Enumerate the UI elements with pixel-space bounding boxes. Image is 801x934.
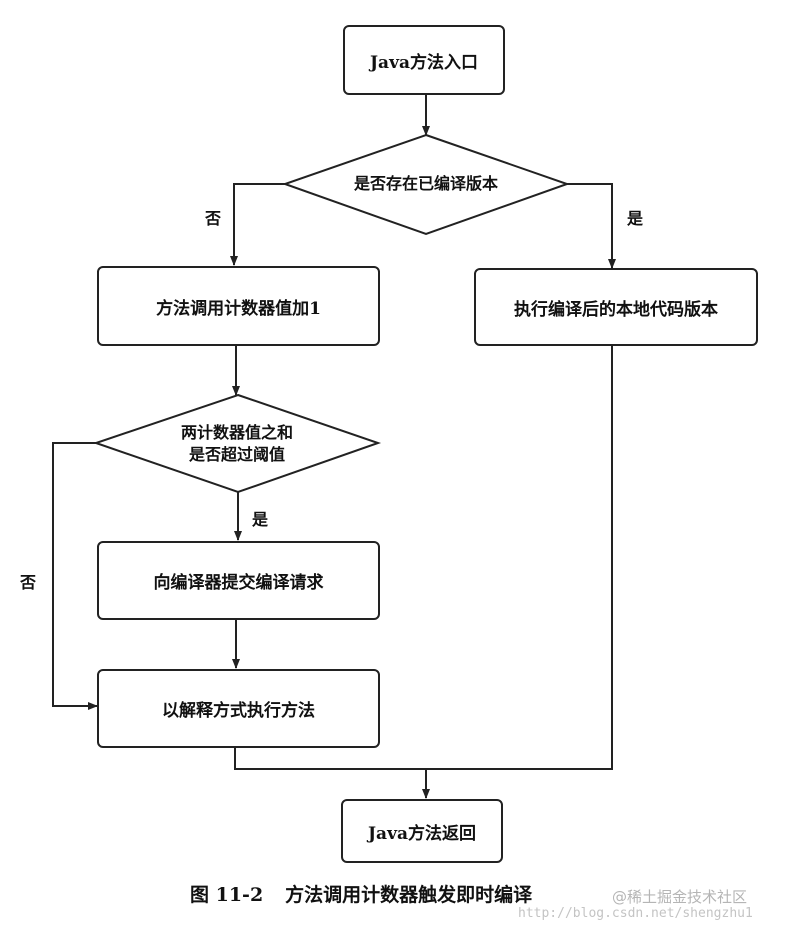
edge-label-threshold-yes: 是 xyxy=(252,510,269,529)
node-execute-native-label: 执行编译后的本地代码版本 xyxy=(514,299,718,320)
node-interpret-execute-label: 以解释方式执行方法 xyxy=(162,701,315,721)
decision-compiled-label: 是否存在已编译版本 xyxy=(353,174,498,193)
edge-threshold-no xyxy=(52,442,98,710)
node-submit-compile-label: 向编译器提交编译请求 xyxy=(153,573,324,593)
figure-caption: 图 11-2 方法调用计数器触发即时编译 xyxy=(190,880,532,907)
edge-label-compiled-yes: 是 xyxy=(627,209,644,228)
edge-compiled-yes xyxy=(567,183,616,269)
decision-threshold-line2: 是否超过阈值 xyxy=(188,444,285,464)
node-interpret-execute: 以解释方式执行方法 xyxy=(97,669,380,748)
edge-label-compiled-no: 否 xyxy=(205,209,222,228)
node-execute-native: 执行编译后的本地代码版本 xyxy=(474,268,758,346)
decision-compiled-diamond xyxy=(281,133,571,236)
node-method-return: Java方法返回 xyxy=(341,799,503,863)
edge-label-threshold-no: 否 xyxy=(20,573,37,592)
decision-compiled-text: 是否存在已编译版本 xyxy=(285,173,567,195)
node-increment-counter: 方法调用计数器值加1 xyxy=(97,266,380,346)
decision-threshold-text: 两计数器值之和 是否超过阈值 xyxy=(96,422,378,465)
node-submit-compile: 向编译器提交编译请求 xyxy=(97,541,380,620)
figure-title: 方法调用计数器触发即时编译 xyxy=(285,884,533,906)
node-method-return-label: Java方法返回 xyxy=(368,823,476,844)
edge-interpret-to-merge xyxy=(234,748,426,770)
node-increment-counter-label: 方法调用计数器值加1 xyxy=(156,298,321,319)
node-method-entry-label: Java方法入口 xyxy=(370,52,478,73)
decision-threshold-line1: 两计数器值之和 xyxy=(180,423,293,442)
watermark-site: @稀土掘金技术社区 xyxy=(612,888,748,906)
node-method-entry: Java方法入口 xyxy=(343,25,505,95)
watermark-url: http://blog.csdn.net/shengzhu1 xyxy=(518,906,753,921)
figure-number: 图 11-2 xyxy=(190,884,264,906)
edge-native-to-merge xyxy=(426,346,613,770)
edge-compiled-no xyxy=(230,183,285,266)
